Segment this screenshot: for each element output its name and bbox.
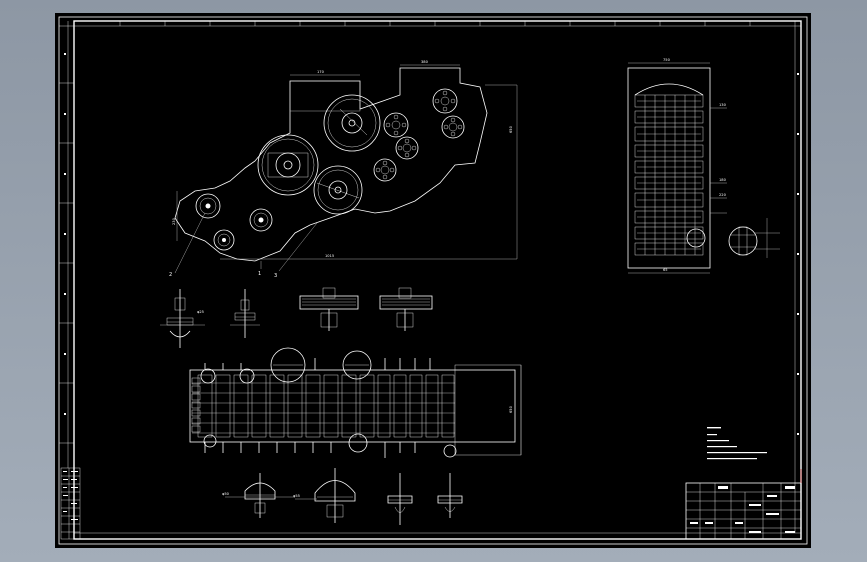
left-zone-ticks <box>59 21 74 468</box>
plan-hatching <box>192 382 455 434</box>
sheet-inner-border <box>73 20 802 540</box>
plan-roll-columns <box>197 374 455 438</box>
side-view: 750 65 <box>627 58 780 274</box>
left-zone-marks <box>64 53 66 415</box>
revision-table-text <box>63 471 78 520</box>
dim-text: φ25 <box>197 310 204 314</box>
dim-text: 220 <box>719 193 727 197</box>
dim-text: 1015 <box>325 254 334 258</box>
section-4 <box>379 287 433 331</box>
dim-text: 230 <box>172 217 176 225</box>
leader-label: 3 <box>274 273 277 279</box>
leader-label: 2 <box>169 272 172 278</box>
gear-large-2 <box>323 94 381 152</box>
section-8 <box>437 473 463 518</box>
dim-text: φ50 <box>222 492 230 496</box>
gear-perforated-3 <box>373 158 397 182</box>
right-zone-marks <box>797 73 799 435</box>
gear-perforated-4 <box>432 88 458 114</box>
plan-brick <box>191 377 201 433</box>
technical-notes <box>707 427 767 460</box>
dim-text: 750 <box>663 58 671 62</box>
dim-text: 130 <box>719 103 727 107</box>
sheet-outer-border <box>58 16 808 545</box>
cad-viewport[interactable]: 170 380 650 1015 230 <box>55 13 811 548</box>
leader-label: 1 <box>258 271 261 277</box>
gear-small-1 <box>195 193 221 219</box>
gear-perforated-5 <box>441 115 465 139</box>
front-view: 170 380 650 1015 230 <box>169 60 518 279</box>
gear-small-3 <box>213 229 235 251</box>
section-views-row2: φ50 φ55 <box>222 468 463 525</box>
gear-small-2 <box>249 208 273 232</box>
detail-circle <box>728 218 780 258</box>
section-1: φ25 <box>160 289 205 348</box>
plan-view: 650 <box>189 347 522 458</box>
section-7 <box>387 473 413 525</box>
section-2 <box>230 289 260 338</box>
dim-text: 170 <box>317 70 325 74</box>
gear-large-3 <box>313 165 363 215</box>
dim-text: 180 <box>719 178 727 182</box>
gear-large-1 <box>257 134 319 196</box>
side-hatching <box>637 100 701 250</box>
revision-table <box>60 467 81 540</box>
cad-drawing: 170 380 650 1015 230 <box>58 16 808 545</box>
section-6: φ55 <box>293 468 356 523</box>
gear-perforated-2 <box>395 136 419 160</box>
dim-text: 650 <box>509 125 513 133</box>
dim-text: φ55 <box>293 494 300 498</box>
side-shafts <box>634 94 704 256</box>
top-zone-ticks <box>74 21 801 27</box>
section-3 <box>299 287 359 331</box>
section-views-row1: φ25 <box>160 287 433 348</box>
section-5: φ50 <box>222 473 295 518</box>
title-block <box>685 482 802 540</box>
gear-perforated-1 <box>383 112 409 138</box>
dim-text: 650 <box>509 405 513 413</box>
dim-text: 65 <box>663 268 668 272</box>
dim-text: 380 <box>421 60 429 64</box>
side-teeth <box>644 95 696 255</box>
